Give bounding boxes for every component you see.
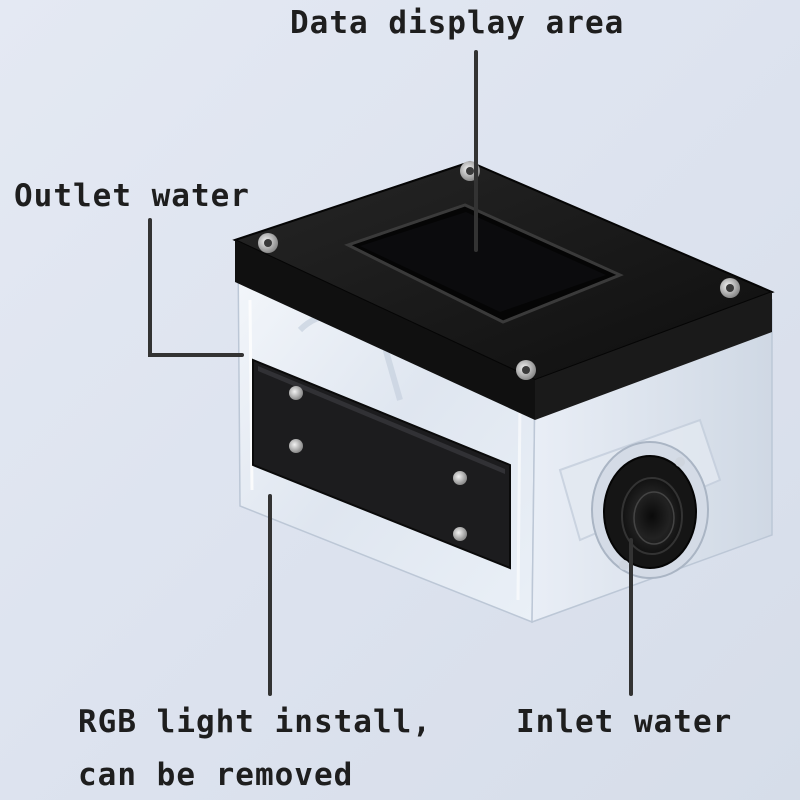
label-outlet-water: Outlet water: [14, 178, 250, 214]
rgb-cover-plate: [252, 358, 511, 570]
port-thread-inner: [633, 491, 675, 545]
plate-screw-2: [289, 439, 303, 453]
lid-screw-2-hole: [466, 167, 474, 175]
port-thread: [621, 477, 683, 555]
display-glass: [360, 212, 606, 312]
lid-screw-4-hole: [522, 366, 530, 374]
plate-screw-3: [453, 471, 467, 485]
black-lid: [232, 160, 775, 420]
lid-front-edge: [235, 240, 535, 420]
rgb-plate: [252, 358, 511, 570]
label-data-display-area: Data display area: [290, 5, 625, 41]
acrylic-edge-1: [248, 299, 254, 491]
rgb-plate-highlight: [258, 366, 505, 474]
lid-screw-3-hole: [726, 284, 734, 292]
port-screw-1: [675, 457, 685, 467]
plate-screw-1: [289, 386, 303, 400]
port-screw-2: [619, 560, 629, 570]
label-rgb-can-be-removed: can be removed: [78, 757, 354, 793]
label-inlet-water: Inlet water: [516, 704, 733, 740]
acrylic-edge-2: [516, 399, 522, 601]
inlet-port: [591, 441, 709, 579]
lid-screw-1-hole: [264, 239, 272, 247]
plate-screw-4: [453, 527, 467, 541]
leader-outlet: [148, 218, 244, 357]
lid-side-edge: [535, 292, 772, 420]
leader-lines: [148, 50, 633, 696]
label-rgb-light-install: RGB light install,: [78, 704, 432, 740]
